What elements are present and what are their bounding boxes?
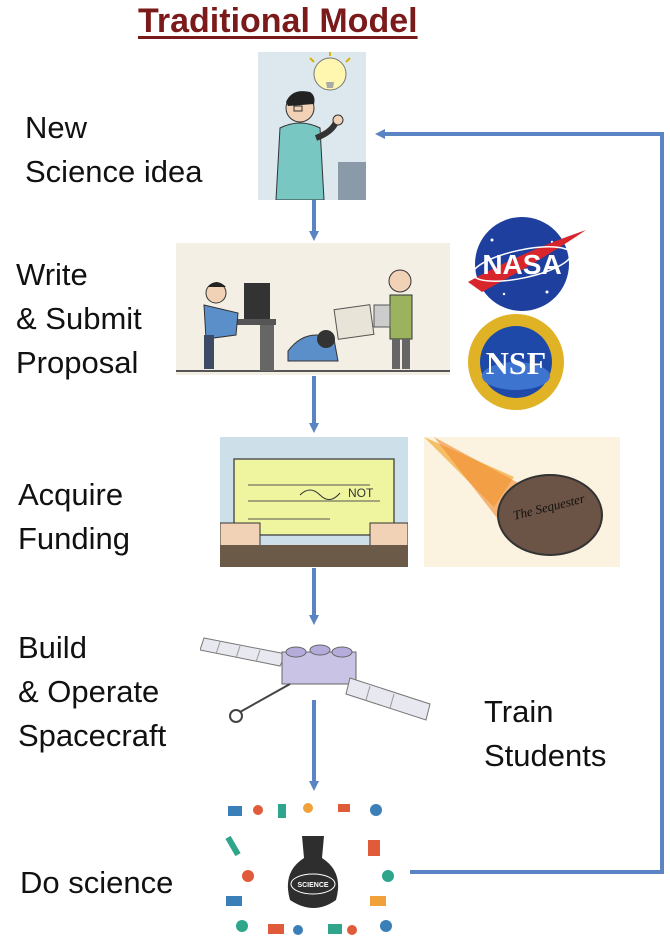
science-flask-text: SCIENCE (297, 882, 328, 889)
step-line: & Submit (16, 301, 142, 336)
step-label-funding: Acquire Funding (18, 473, 130, 561)
step-line: Do science (20, 865, 174, 900)
arrow-feedback-loop (375, 129, 664, 874)
side-line: Students (484, 738, 607, 773)
nsf-logo: NSF (452, 306, 590, 418)
scientist-idea-illustration (258, 52, 366, 200)
step-label-proposal: Write & Submit Proposal (16, 253, 142, 385)
side-line: Train (484, 694, 554, 729)
step-line: Write (16, 257, 88, 292)
nasa-logo: NASA (462, 212, 590, 316)
check-text: NOT (348, 486, 374, 500)
step-label-new-idea: New Science idea (25, 106, 203, 194)
sequester-meteor-illustration: The Sequester (424, 437, 620, 567)
diagram-title: Traditional Model (138, 2, 418, 40)
side-label-train-students: Train Students (484, 690, 606, 778)
funding-check-illustration: NOT (220, 437, 408, 567)
nsf-logo-text: NSF (486, 345, 546, 381)
proposal-writing-illustration (176, 243, 450, 375)
step-line: New (25, 110, 88, 145)
step-line: Proposal (16, 345, 139, 380)
science-icons-illustration: SCIENCE (218, 796, 408, 942)
step-line: Build (18, 630, 87, 665)
nasa-logo-text: NASA (482, 249, 561, 280)
step-line: Science idea (25, 154, 203, 189)
step-line: & Operate (18, 674, 160, 709)
step-line: Spacecraft (18, 718, 167, 753)
step-label-do-science: Do science (20, 861, 173, 905)
step-line: Acquire (18, 477, 124, 512)
step-line: Funding (18, 521, 131, 556)
step-label-spacecraft: Build & Operate Spacecraft (18, 626, 166, 758)
